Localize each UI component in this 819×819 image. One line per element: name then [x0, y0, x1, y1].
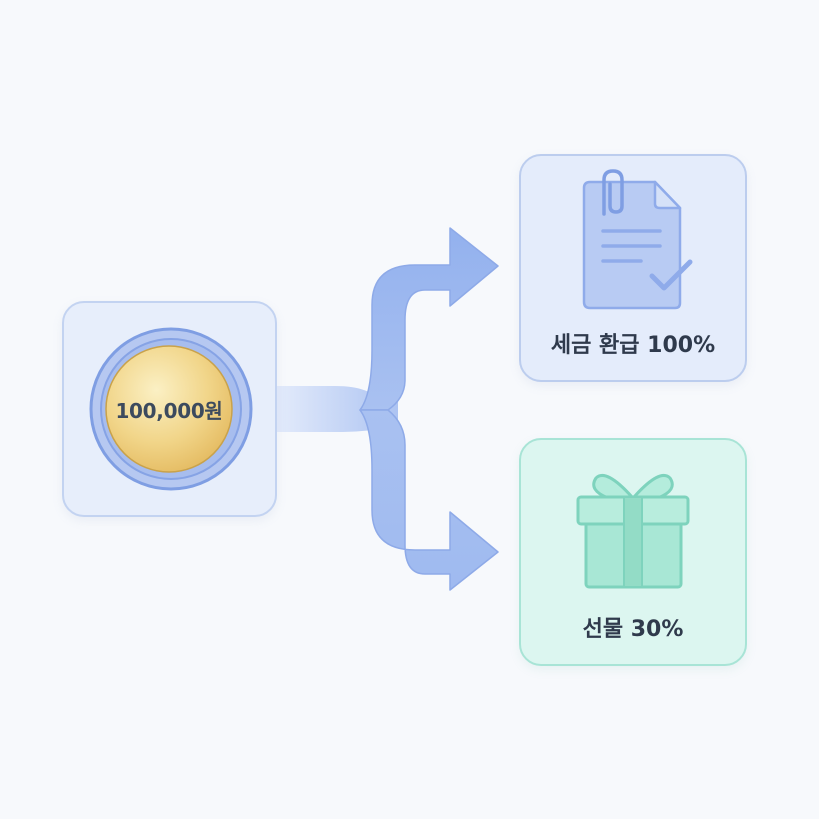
coin-amount-label: 100,000원: [115, 399, 223, 423]
refund-label: 세금 환급 100%: [550, 333, 716, 358]
arrow-branch-down: [359, 409, 499, 591]
arrow-branch-up: [359, 227, 499, 411]
gift-label: 선물 30%: [582, 617, 684, 642]
